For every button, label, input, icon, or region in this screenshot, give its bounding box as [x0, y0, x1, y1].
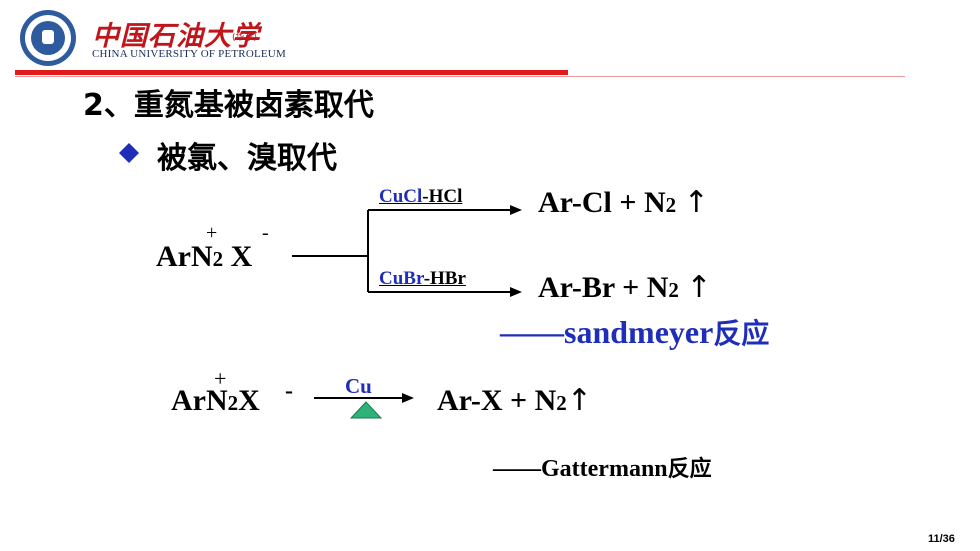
product-2: Ar-X + N2↑ — [437, 383, 592, 418]
page-number: 11/36 — [928, 533, 955, 545]
upper-product: Ar-Cl + N2 ↑ — [538, 185, 709, 220]
brand-name-cn: 中国石油大学 — [92, 21, 260, 52]
lower-reagent: CuBr-HBr — [379, 268, 466, 289]
charge-minus: - — [262, 222, 269, 244]
slide-heading: 2、重氮基被卤素取代 — [83, 88, 374, 123]
charge-plus-2: + — [214, 366, 227, 391]
charge-minus-2: - — [285, 378, 293, 404]
sandmeyer-label: ——sandmeyer反应 — [500, 314, 770, 350]
header-rule-thick — [15, 70, 568, 75]
catalyst-label: Cu — [345, 374, 372, 398]
university-seal-logo — [20, 10, 76, 66]
brand-campus: (华东) — [232, 33, 258, 43]
upper-reagent: CuCl-HCl — [379, 186, 463, 207]
lower-product: Ar-Br + N2 ↑ — [538, 270, 712, 305]
reactant-2: ArN2X — [171, 384, 260, 417]
charge-plus: + — [206, 222, 218, 244]
slide-subheading: 被氯、溴取代 — [157, 141, 337, 176]
reactant-1: ArN2 X — [156, 240, 253, 273]
header-rule-thin — [15, 76, 905, 77]
gattermann-label: ——Gattermann反应 — [493, 456, 712, 482]
heat-triangle-icon — [349, 401, 383, 419]
brand-name-en: CHINA UNIVERSITY OF PETROLEUM — [92, 48, 286, 60]
